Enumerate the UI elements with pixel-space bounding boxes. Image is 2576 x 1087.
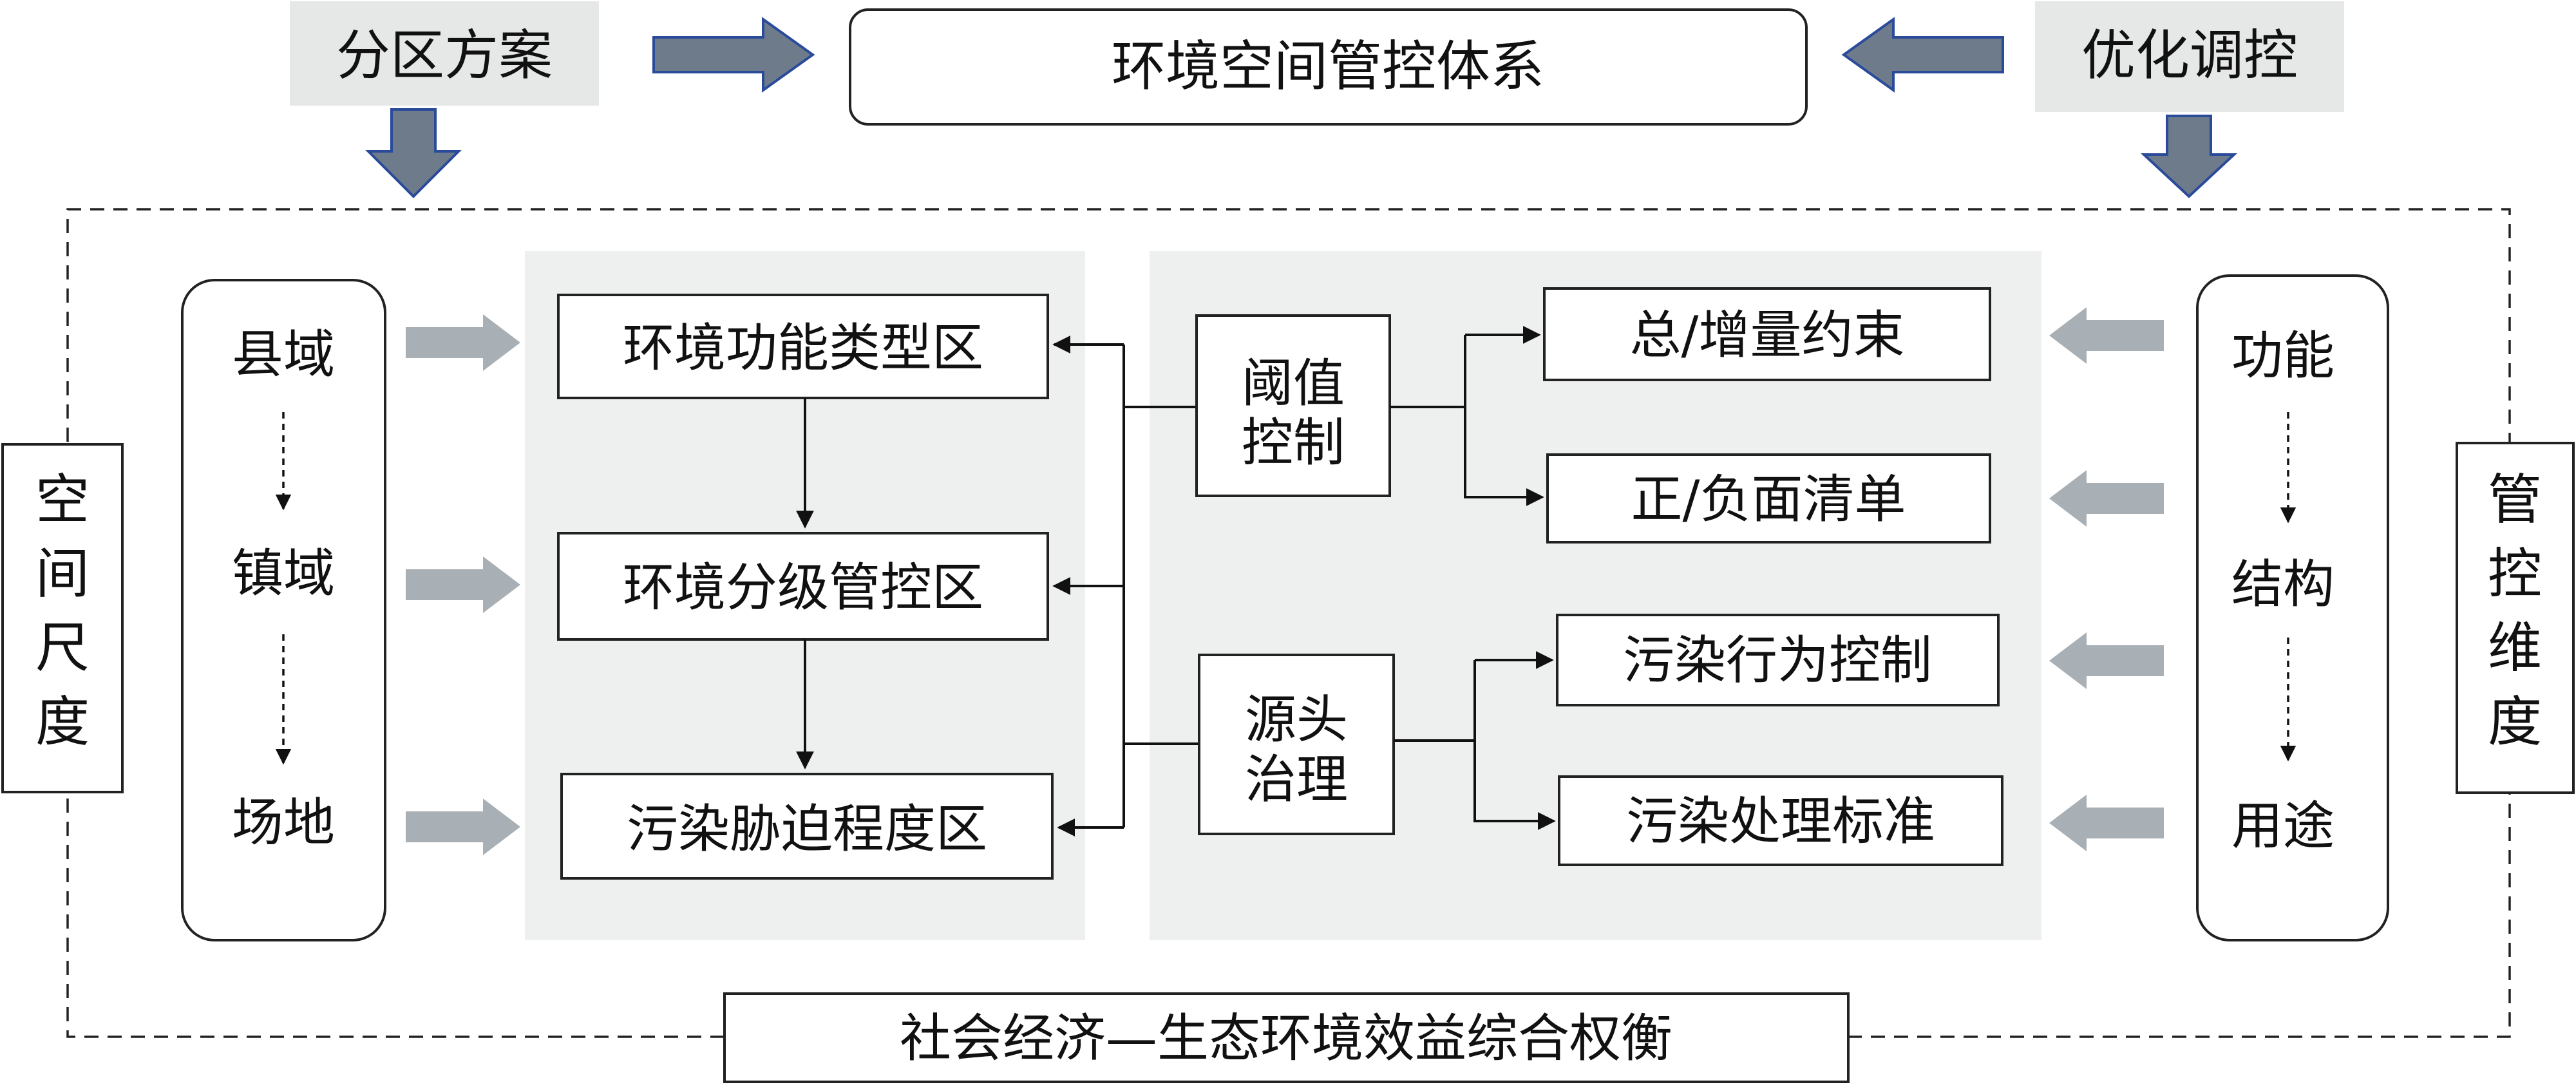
dashed-frame xyxy=(66,208,2511,1038)
measure-list-label: 正/负面清单 xyxy=(1631,469,1906,529)
control-dimension-box xyxy=(2456,442,2575,794)
control-dimension-char-1: 管 xyxy=(2488,468,2542,531)
scale-site: 场地 xyxy=(232,793,335,853)
spatial-scale-char-4: 度 xyxy=(35,690,90,753)
measure-behavior-box xyxy=(1556,614,2000,706)
grey-arrow-m4 xyxy=(2049,795,2164,851)
measure-behavior-label: 污染行为控制 xyxy=(1623,630,1932,690)
control-dimension-char-3: 维 xyxy=(2488,616,2542,679)
functions-box xyxy=(2196,274,2389,941)
measure-standard-label: 污染处理标准 xyxy=(1626,791,1935,851)
control-dimension-char-2: 控 xyxy=(2488,542,2542,605)
grey-arrow-m2 xyxy=(2049,470,2164,527)
zone-pollution-label: 污染胁迫程度区 xyxy=(627,799,987,859)
measure-total-box xyxy=(1543,287,1991,381)
threshold-line1: 阈值 xyxy=(1242,354,1345,413)
source-box xyxy=(1198,654,1395,835)
zone-function-label: 环境功能类型区 xyxy=(623,318,983,378)
function-function: 功能 xyxy=(2231,326,2334,386)
measure-list-box xyxy=(1546,453,1991,544)
system-title: 环境空间管控体系 xyxy=(1112,35,1544,98)
grey-arrow-m1 xyxy=(2049,307,2164,364)
threshold-box xyxy=(1195,314,1391,497)
spatial-scale-char-3: 尺 xyxy=(35,616,90,679)
zone-pollution-box xyxy=(560,773,1054,880)
system-title-box xyxy=(849,8,1808,126)
zoning-plan-label: 分区方案 xyxy=(336,24,553,87)
balance-box xyxy=(723,992,1850,1083)
arrow-optimization-down xyxy=(2140,115,2238,198)
arrow-zoning-down xyxy=(365,108,462,198)
zone-grade-label: 环境分级管控区 xyxy=(623,558,983,618)
spatial-scale-char-2: 间 xyxy=(35,542,90,605)
arrow-optimization-to-system xyxy=(1841,17,2004,93)
zone-function-box xyxy=(557,294,1049,399)
source-line2: 治理 xyxy=(1245,750,1348,809)
function-structure: 结构 xyxy=(2231,554,2334,614)
spatial-scale-char-1: 空 xyxy=(35,468,90,531)
grey-arrow-town xyxy=(406,556,520,613)
balance-label: 社会经济—生态环境效益综合权衡 xyxy=(900,1008,1672,1068)
grey-arrow-m3 xyxy=(2049,632,2164,689)
control-dimension-char-4: 度 xyxy=(2488,690,2542,753)
function-use: 用途 xyxy=(2231,796,2334,856)
zone-grade-box xyxy=(557,532,1049,641)
source-line1: 源头 xyxy=(1245,690,1348,750)
measure-total-label: 总/增量约束 xyxy=(1630,305,1905,365)
scale-town: 镇域 xyxy=(232,544,335,603)
zoning-plan-label-bg xyxy=(290,1,599,106)
source-to-m4 xyxy=(1473,741,1556,830)
spatial-scale-box xyxy=(1,443,124,793)
optimization-label-bg xyxy=(2035,1,2344,112)
grey-arrow-county xyxy=(406,314,520,371)
scales-box xyxy=(181,279,386,941)
optimization-label: 优化调控 xyxy=(2081,24,2298,87)
arrow-zoning-to-system xyxy=(652,17,815,93)
threshold-to-m2 xyxy=(1464,407,1544,506)
measure-standard-box xyxy=(1558,775,2003,866)
threshold-line2: 控制 xyxy=(1242,413,1345,473)
scale-county: 县域 xyxy=(232,325,335,384)
grey-arrow-site xyxy=(406,799,520,855)
